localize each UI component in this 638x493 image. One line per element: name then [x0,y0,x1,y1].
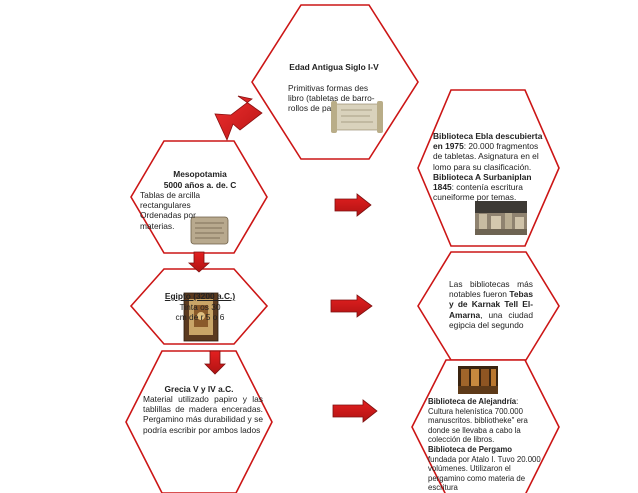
ebla-text2: contenía escritura cuneiforme por temas. [433,182,523,203]
arrow-mesopotamia-to-egipto [187,251,211,273]
egipto-line2: Tinta os 30 [179,302,221,312]
egipcias-bold: Tebas y de Karnak Tell El-Amarna [449,289,533,320]
alejandria-text1: Cultura helenística 700.000 manuscritos.… [428,406,528,445]
arrow-edad-to-mesopotamia [214,95,263,142]
ruins-image [475,201,527,235]
hexagon-mesopotamia [130,140,268,254]
alejandria-title1: Biblioteca de Alejandría [428,397,517,406]
egipcias-text: Las bibliotecas más notables fueron Teba… [449,279,534,330]
mesopotamia-title-text: Mesopotamia [173,169,227,179]
arrow-mesopotamia-to-ebla [334,193,372,217]
alejandria-title2: Biblioteca de Pergamo [428,444,513,454]
edad-title: Edad Antigua Siglo I-V [287,62,381,72]
arrow-egipto-to-grecia [204,350,226,375]
alejandria-text: Biblioteca de Alejandría: Cultura helení… [428,397,541,493]
egipcias-line2: una ciudad egipcia del segundo [449,309,534,330]
egipcias-line1: Las bibliotecas más notables fueron [449,279,533,300]
grecia-title: Grecia V y IV a.C. [143,384,255,394]
grecia-title-text: Grecia V y IV a.C. [164,384,234,394]
egipto-title-text: Egipto (3200 a.C.) [164,291,236,301]
ebla-title1: Biblioteca Ebla descubierta en 1975 [433,131,543,152]
grecia-body: Material utilizado papiro y las tablilla… [143,394,263,435]
egipto-line3: cm de r 5 o 6 [175,312,225,322]
mesopotamia-subtitle-text: 5000 años a. de. C [163,180,237,190]
ebla-title2: Biblioteca A Surbaniplan 1845 [433,171,532,193]
hexagon-grecia [125,350,273,493]
hexagon-edad [251,4,419,160]
papyrus-book-image [183,292,219,342]
mesopotamia-body: Tablas de arcilla rectangulares Ordenada… [140,190,201,231]
edad-title-text: Edad Antigua Siglo I-V [289,62,379,72]
alejandria-text2: fundada por Atalo I. Tuvo 20.000 volúmen… [428,454,541,493]
mesopotamia-subtitle: 5000 años a. de. C [140,180,260,190]
ebla-text1: 20.000 fragmentos de tabletas. Asignatur… [433,141,539,172]
clay-tablet-image [190,216,229,245]
arrow-egipto-to-egipcias [330,294,373,318]
edad-body: Primitivas formas des libro (tabletas de… [288,83,375,114]
arrow-grecia-to-alejandria [332,399,378,423]
egipto-title: Egipto (3200 a.C.) [145,291,255,301]
mesopotamia-title: Mesopotamia [140,169,260,179]
ebla-text: Biblioteca Ebla descubierta en 1975: 20.… [433,131,543,203]
scroll-image [331,101,383,133]
library-interior-image [458,366,498,394]
hexagon-alejandria [411,359,560,493]
